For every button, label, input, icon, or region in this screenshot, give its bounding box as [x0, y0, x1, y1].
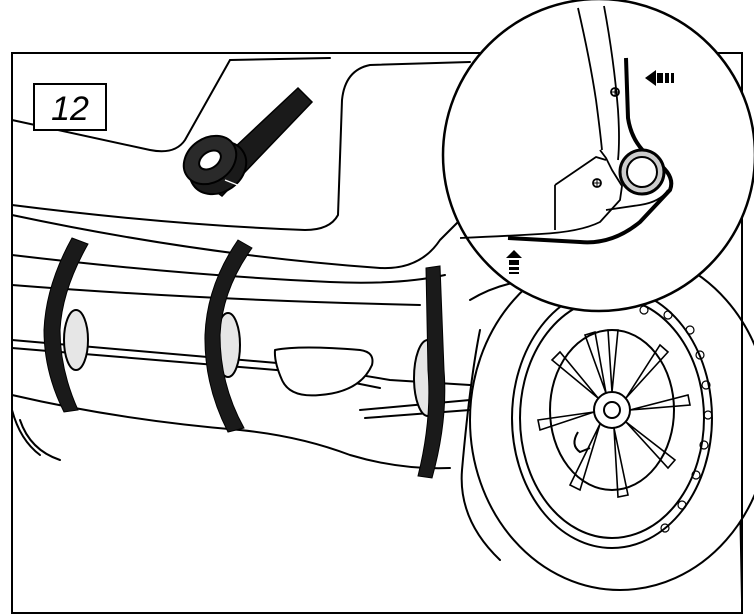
- arrow-left-icon: [645, 70, 674, 86]
- figure-frame: [11, 52, 743, 614]
- detail-circle: [441, 0, 754, 313]
- tape-strips: [43, 237, 446, 479]
- tape-strip-left: [43, 237, 89, 413]
- valve-stem: [573, 431, 591, 454]
- tape-strip-right: [417, 265, 446, 479]
- tape-path-detail: [507, 57, 674, 245]
- panel-edge-lower: [459, 149, 623, 239]
- tape-strip-center: [204, 239, 253, 433]
- rear-wheel: [469, 249, 754, 591]
- panel-edge-upper: [577, 7, 603, 151]
- arrow-up-icon: [506, 250, 522, 274]
- tailgate-lower-edge: [11, 214, 381, 269]
- bumper-bottom: [11, 394, 451, 470]
- detail-inset: [441, 0, 754, 313]
- tailgate-panel: [11, 61, 471, 231]
- step-number-box: 12: [33, 83, 107, 131]
- tape-roll-icon: [182, 86, 314, 197]
- spokes: [537, 329, 691, 498]
- rear-window-edge: [11, 59, 231, 153]
- step-number: 12: [51, 90, 89, 128]
- rim-bolts: [639, 305, 713, 533]
- pad-detail: [618, 148, 666, 196]
- rear-reflector: [273, 346, 374, 397]
- pad-left: [63, 309, 89, 371]
- bumper-top: [11, 254, 446, 284]
- vehicle-body: [11, 57, 743, 601]
